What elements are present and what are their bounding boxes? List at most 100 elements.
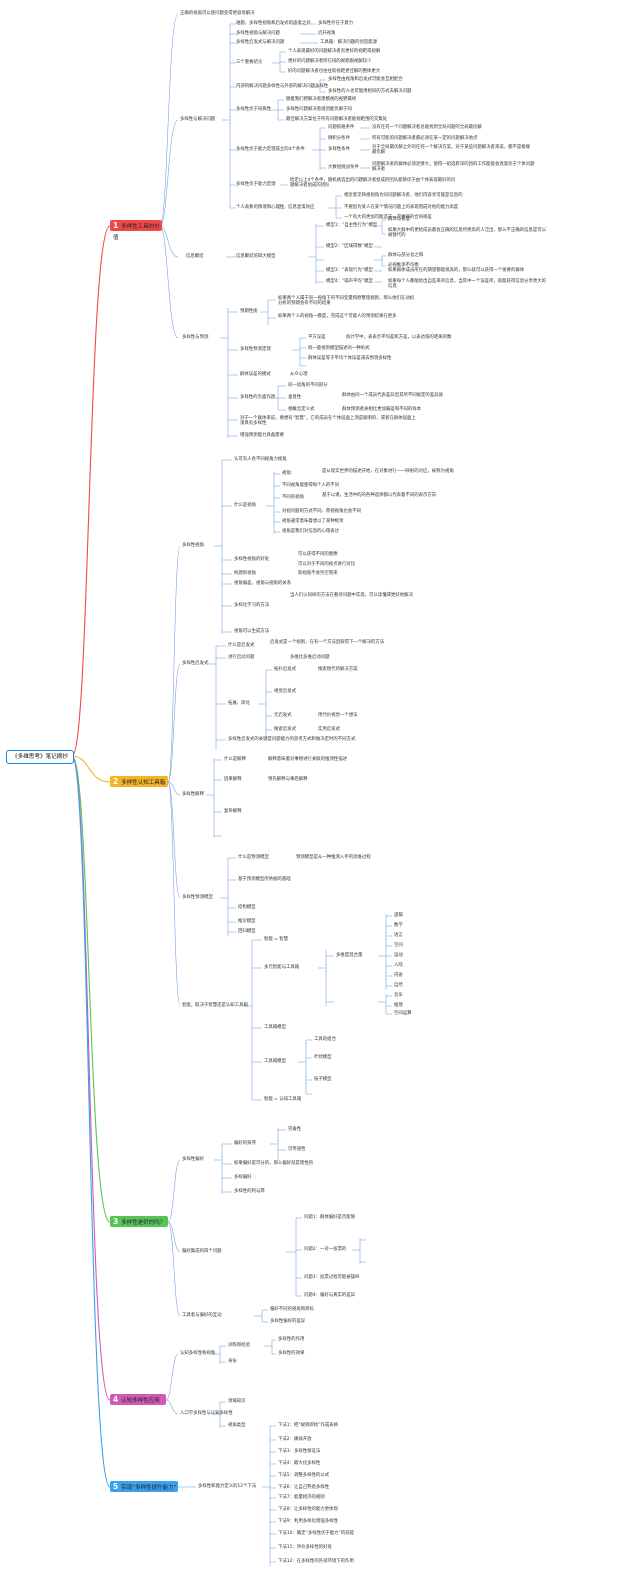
mindmap-node[interactable]: 拓展、简化 (228, 701, 250, 706)
mindmap-node[interactable]: 什么是预测模型 (238, 855, 269, 860)
mindmap-node[interactable]: 多样性优于能力定理成立的4个条件 (236, 147, 305, 152)
mindmap-node[interactable]: 智能 = 智慧 (264, 937, 289, 942)
mindmap-node[interactable]: 音乐 (394, 993, 403, 998)
mindmap-node[interactable]: 群体误差的模式 (240, 372, 271, 377)
mindmap-node[interactable]: 如果群体成员所在的期望都能很高的，那么就可以获得一个很要的群体 (388, 268, 525, 273)
mindmap-node[interactable]: 叶状模型 (314, 1055, 332, 1060)
mindmap-node[interactable]: 自然 (394, 983, 403, 988)
mindmap-node[interactable]: 问题4：偏好与真实的差异 (304, 1293, 356, 1298)
mindmap-node[interactable]: 下法12：在多样性的外部环境下的作用 (278, 1559, 354, 1564)
mindmap-node[interactable]: 多样性启发式与解决问题 (236, 40, 285, 45)
mindmap-node[interactable]: 下法11：评价多样性的好处 (278, 1545, 332, 1550)
mindmap-node[interactable]: 实用启发式 (318, 727, 340, 732)
mindmap-node[interactable]: 模型3：“表现行为”模型 (326, 268, 373, 273)
mindmap-node[interactable]: 视角： (282, 471, 296, 476)
mindmap-node[interactable]: 用代价视觉一个想法 (318, 713, 358, 718)
mindmap-node[interactable]: 认可有人各不同视角力视角 (234, 457, 287, 462)
mindmap-node[interactable]: 微积分条件 (328, 136, 350, 141)
mindmap-node[interactable]: 多样性的负面作用 (240, 395, 276, 400)
mindmap-node[interactable]: 可传递性 (288, 1147, 306, 1152)
mindmap-node[interactable]: 多样性的作用 (278, 1337, 305, 1342)
mindmap-node[interactable]: 内部的解决问题多样性与外部的解决问题多样性 (236, 84, 329, 89)
mindmap-node[interactable]: 多样性视角 (182, 543, 204, 548)
mindmap-node[interactable]: 统计学中，表表示平均差和方差，以表达值的距离的数 (346, 335, 452, 340)
mindmap-node[interactable]: 工具箱模型 (264, 1059, 286, 1064)
mindmap-node[interactable]: 相近意见和视视角为同问题解决者，他们内容享可能是信息的 (344, 193, 463, 198)
mindmap-node[interactable]: 推论模型 (238, 919, 256, 924)
mindmap-node[interactable]: 空间运算 (394, 1011, 412, 1016)
mindmap-node[interactable]: 枝子模型 (314, 1077, 332, 1082)
mindmap-node[interactable]: 模型4：“噪声平均”模型 (326, 279, 373, 284)
mindmap-node[interactable]: 内省 (394, 973, 403, 978)
mindmap-node[interactable]: 多样性的利与弊 (234, 1189, 265, 1194)
mindmap-node[interactable]: 下法6：让自己熟悉多样性 (278, 1485, 330, 1490)
mindmap-node[interactable]: 多样性启发式的关键是问题能力的思考方式和做决定时的不同方式 (228, 737, 356, 742)
mindmap-node[interactable]: 什么是解释 (224, 757, 246, 762)
mindmap-node[interactable]: 视角偏差，视角与视角的关系 (234, 581, 292, 586)
mindmap-node[interactable]: 推理 (394, 1003, 403, 1008)
mindmap-node[interactable]: 身份 (228, 1359, 237, 1364)
mindmap-node[interactable]: 智能 = 认知工具箱 (264, 1097, 302, 1102)
mindmap-node[interactable]: 下法10：确定“多样性优于能力”的前提 (278, 1531, 354, 1536)
mindmap-node[interactable]: 最佳解决方案位于所有问题解决者能视距围的交集处 (286, 117, 387, 122)
mindmap-node[interactable]: 多元智能与工具箱 (264, 965, 300, 970)
mindmap-node[interactable]: 对视问题的方式不同，而视视角也会不同 (282, 509, 362, 514)
mindmap-node[interactable]: 下法9：利用多样化增强多样性 (278, 1519, 338, 1524)
mindmap-node[interactable]: 多样性视角与解决问题 (236, 31, 280, 36)
mindmap-node[interactable]: 个人表现最好的问题解决者有更好的视距或视解 (288, 49, 381, 54)
mindmap-node[interactable]: 个人表象的情境和心理性 (236, 205, 285, 210)
mindmap-node[interactable]: 下法4：最大化多样性 (278, 1461, 321, 1466)
mindmap-node[interactable]: 问题3：投票过程可能被操纵 (304, 1275, 360, 1280)
mindmap-node[interactable]: 可以获得不同的图像 (298, 552, 338, 557)
mindmap-node[interactable]: 模型1：“自主性行为”模型 (326, 223, 378, 228)
mindmap-node[interactable]: 数学 (394, 923, 403, 928)
mindmap-node[interactable]: 多样性和能力定义的12个下法 (198, 1484, 257, 1489)
mindmap-node[interactable]: 问题2：一对一投票的 (304, 1247, 347, 1252)
mindmap-node[interactable]: 信息聚结 (186, 254, 204, 259)
mindmap-node[interactable]: 多样性优于同质性 (236, 107, 272, 112)
mindmap-node[interactable]: 更好的问题解决者所在排的视距跟视解较少 (288, 59, 372, 64)
mindmap-node[interactable]: 新视角不会凭空而来 (298, 571, 338, 576)
mindmap-node[interactable]: 启发式是一个规则，在有一个方法后取得下一个解决的方法 (270, 640, 385, 645)
mindmap-node[interactable]: 对于一个群体来说，要想有“智慧”，它的成员在个体层面上须是聪明的，或者在群体层面… (240, 416, 416, 427)
mindmap-node[interactable]: 元启发式 (274, 713, 292, 718)
mindmap-node[interactable]: 下法1：把“规则即找”作成表格 (278, 1423, 339, 1428)
mindmap-node[interactable]: 偏好集成的四个问题 (182, 1249, 222, 1254)
mindmap-node[interactable]: 群体与智慧 (388, 217, 410, 222)
root-topic[interactable]: 《多维思考》笔记摘抄 (6, 750, 74, 764)
mindmap-node[interactable]: 偏好不同的视角和目标 (270, 1307, 314, 1312)
mindmap-node[interactable]: 群体误差等于平均个体误差减去预测多样性 (308, 356, 392, 361)
mindmap-node[interactable]: 如果每个人都能给出自些来的信息，当其中一个误差项，就能获得信息分享更大的信息 (388, 279, 547, 290)
mindmap-node[interactable]: 视觉启发式 (274, 689, 296, 694)
mindmap-node[interactable]: 因果解释 (224, 777, 242, 782)
mindmap-node[interactable]: 智能，取决于智慧还是认知工具箱 (182, 1003, 248, 1008)
mindmap-node[interactable]: 多样性视角的好处 (234, 557, 270, 562)
mindmap-node[interactable]: 预先解释与事后解释 (268, 777, 308, 782)
mindmap-node[interactable]: 训练和经验 (228, 1343, 250, 1348)
mindmap-node[interactable]: 下法7：能量相济的规则 (278, 1495, 325, 1500)
mindmap-node[interactable]: 问题很难条件 (328, 125, 355, 130)
mindmap-node[interactable]: 下法5：调整多样性的公式 (278, 1473, 330, 1478)
mindmap-node[interactable]: 如果大群中的更给成员都会正确的信息所更高的人泛出，那么不正确的信息是可以被替代的 (388, 228, 547, 239)
mindmap-node[interactable]: 增强预测能力具备需要 (240, 433, 284, 438)
mindmap-node[interactable]: 多样性偏好 (182, 1157, 204, 1162)
mindmap-node[interactable]: 工具箱模型 (264, 1025, 286, 1030)
mindmap-node[interactable]: 没有任何一个问题解决者总能找到全局问题的全局最优解 (372, 125, 482, 130)
mindmap-node[interactable]: 下法3：多样性保证法 (278, 1449, 321, 1454)
mindmap-node[interactable]: 多样性偏好的差异 (270, 1319, 306, 1324)
mindmap-node[interactable]: 好的问题解决者也往往就视距更佳解的整体更大 (288, 69, 381, 74)
mindmap-node[interactable]: 预期性质 (240, 309, 258, 314)
mindmap-node[interactable]: 所有可能的问题解决者都必须在某一定的问题解决地点 (372, 136, 478, 141)
mindmap-node[interactable]: 对于全局最优解之外的任何一个解决方案，对于某些问题解决者来说，都不是极端最优解 (372, 145, 531, 156)
mindmap-node[interactable]: 一个有大的更加可能造于一次更所的合同视差 (344, 215, 432, 220)
mindmap-node[interactable]: 如果偏好是可分的，那么偏好就是理性的 (234, 1161, 314, 1166)
mindmap-node[interactable]: 多样性预测模型 (182, 895, 213, 900)
mindmap-node[interactable]: 视角是我们对信息的心理表达 (282, 529, 340, 534)
mindmap-node[interactable]: 回归模型 (238, 929, 256, 934)
mindmap-node[interactable]: 多样性与解决问题 (180, 117, 216, 122)
mindmap-node[interactable]: 工具者与偏好的互动 (182, 1313, 222, 1318)
